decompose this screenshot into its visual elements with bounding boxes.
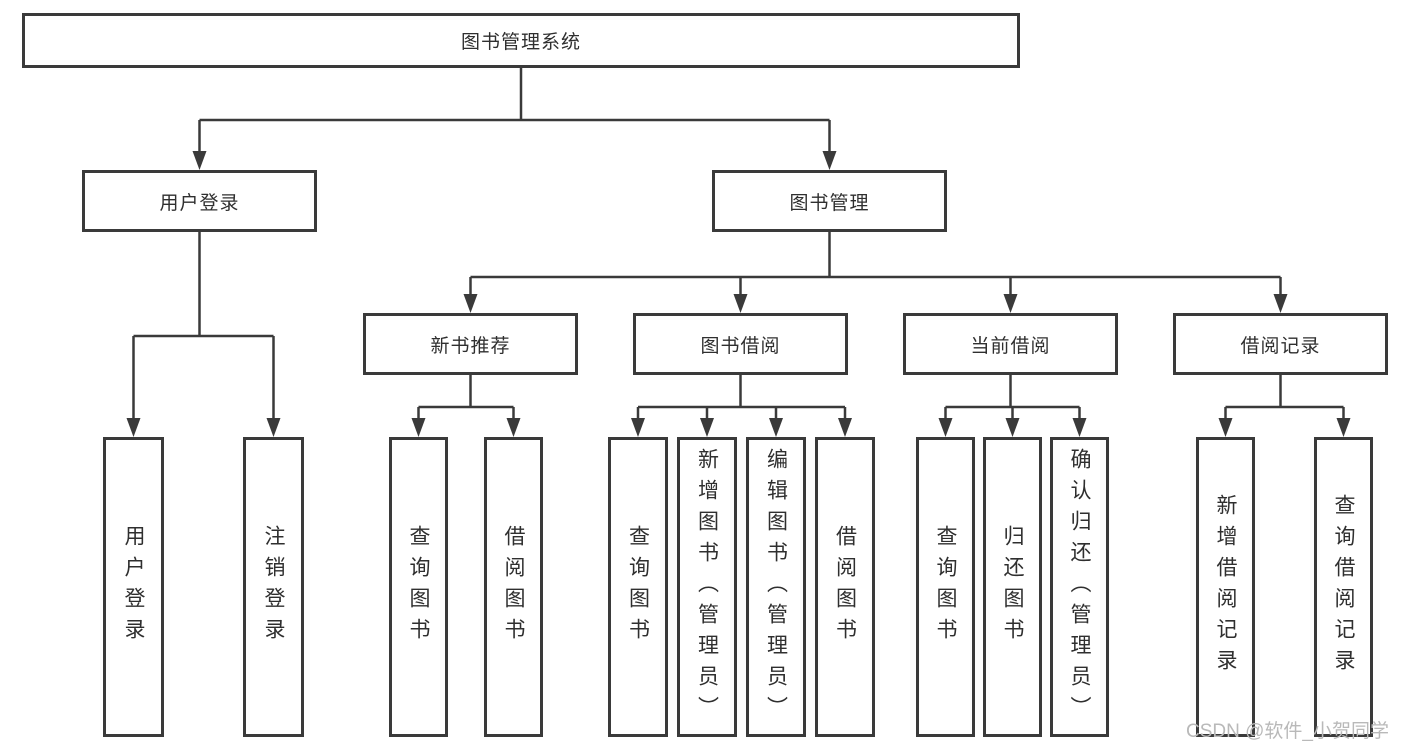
leaf-borrow-books-1-label: 借阅图书 (502, 525, 525, 649)
leaf-confirm-return-admin-label: 确认归还（管理员） (1068, 447, 1091, 727)
leaf-add-book-admin: 新增图书（管理员） (677, 437, 737, 737)
edge-records-to-leaves (1218, 375, 1351, 437)
node-root-label: 图书管理系统 (460, 32, 581, 53)
leaf-borrow-books-2-label: 借阅图书 (833, 525, 857, 649)
edge-userlogin-to-leaves (126, 232, 281, 437)
leaf-return-books: 归还图书 (983, 437, 1042, 737)
edge-root-to-level2 (192, 68, 837, 170)
leaf-add-borrow-record-label: 新增借阅记录 (1214, 494, 1237, 680)
node-borrow-records-label: 借阅记录 (1240, 335, 1321, 357)
edge-current-to-leaves (938, 375, 1087, 437)
leaf-borrow-books-1: 借阅图书 (484, 437, 543, 737)
node-user-login-module: 用户登录 (82, 170, 317, 232)
node-book-management-label: 图书管理 (789, 192, 870, 214)
edge-bookmgmt-to-level3 (463, 232, 1288, 313)
node-new-book-recommend: 新书推荐 (363, 313, 578, 375)
leaf-logout-label: 注销登录 (262, 525, 285, 649)
leaf-user-login-label: 用户登录 (122, 525, 145, 649)
leaf-edit-book-admin-label: 编辑图书（管理员） (764, 447, 788, 727)
node-book-borrow: 图书借阅 (633, 313, 848, 375)
node-user-login-label: 用户登录 (159, 192, 240, 214)
leaf-query-books-2-label: 查询图书 (626, 525, 650, 649)
edge-newbook-to-leaves (411, 375, 521, 437)
leaf-query-books-1: 查询图书 (389, 437, 448, 737)
node-root-system: 图书管理系统 (22, 13, 1020, 68)
leaf-edit-book-admin: 编辑图书（管理员） (746, 437, 806, 737)
leaf-add-borrow-record: 新增借阅记录 (1196, 437, 1255, 737)
leaf-add-book-admin-label: 新增图书（管理员） (695, 447, 719, 727)
leaf-query-books-3-label: 查询图书 (934, 525, 957, 649)
node-borrow-records: 借阅记录 (1173, 313, 1388, 375)
node-current-borrow: 当前借阅 (903, 313, 1118, 375)
leaf-query-borrow-record: 查询借阅记录 (1314, 437, 1373, 737)
leaf-query-books-2: 查询图书 (608, 437, 668, 737)
node-current-borrow-label: 当前借阅 (970, 335, 1051, 357)
csdn-watermark: CSDN @软件_小贺同学 (1186, 721, 1389, 742)
leaf-query-books-3: 查询图书 (916, 437, 975, 737)
node-new-book-recommend-label: 新书推荐 (430, 335, 511, 357)
leaf-query-books-1-label: 查询图书 (407, 525, 430, 649)
leaf-confirm-return-admin: 确认归还（管理员） (1050, 437, 1109, 737)
leaf-return-books-label: 归还图书 (1001, 525, 1024, 649)
leaf-borrow-books-2: 借阅图书 (815, 437, 875, 737)
leaf-logout: 注销登录 (243, 437, 304, 737)
leaf-query-borrow-record-label: 查询借阅记录 (1332, 494, 1355, 680)
node-book-management-module: 图书管理 (712, 170, 947, 232)
node-book-borrow-label: 图书借阅 (700, 335, 781, 357)
edge-borrow-to-leaves (631, 375, 852, 437)
leaf-user-login: 用户登录 (103, 437, 164, 737)
